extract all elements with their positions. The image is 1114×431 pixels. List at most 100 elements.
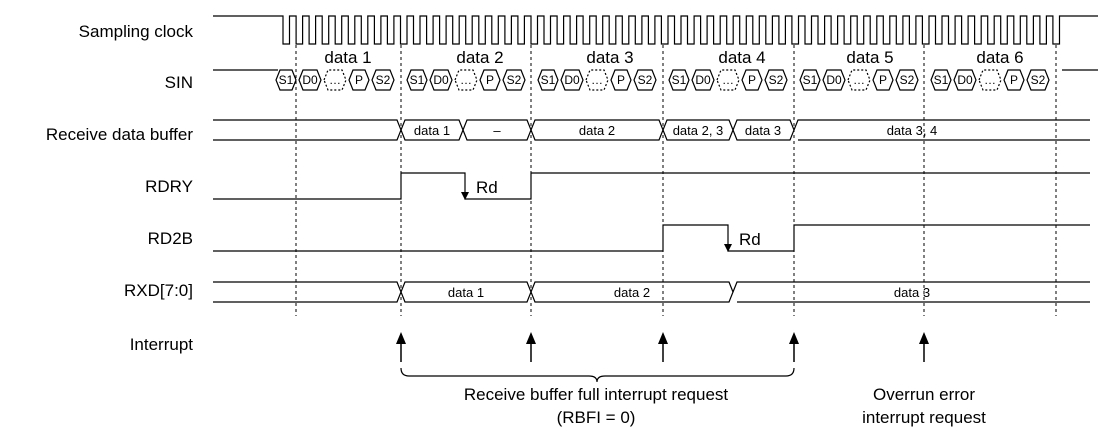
frame-label: data 3 <box>586 48 633 67</box>
sin-bit-label: S2 <box>769 73 784 87</box>
sin-bit-label: … <box>722 73 734 87</box>
sin-bit-label: S1 <box>279 73 294 87</box>
rdry-read-label: Rd <box>476 178 498 197</box>
sin-bit-label: S2 <box>376 73 391 87</box>
label-sin: SIN <box>165 73 193 92</box>
sin-bit-cell <box>371 69 395 91</box>
frame-label: data 2 <box>456 48 503 67</box>
sin-bit-cell <box>953 69 977 91</box>
signal-labels: Sampling clock SIN Receive data buffer R… <box>46 22 194 354</box>
sin-bit-label: P <box>879 73 887 87</box>
sin-bit-label: S1 <box>541 73 556 87</box>
rxd-value: data 1 <box>448 285 484 300</box>
sin-bit-cell <box>537 69 559 91</box>
interrupt-arrow <box>919 332 929 362</box>
rd2b-read-arrowhead <box>724 244 732 252</box>
sin-bit-label: S2 <box>638 73 653 87</box>
sin-bit-label: P <box>355 73 363 87</box>
frame-labels: data 1 data 2 data 3 data 4 data 5 data … <box>324 48 1023 67</box>
rdry-waveform: Rd <box>213 172 1090 200</box>
buffer-value: – <box>493 123 501 138</box>
label-rxd: RXD[7:0] <box>124 281 193 300</box>
sin-bit-label: D0 <box>302 73 318 87</box>
sin-bit-cell <box>610 69 632 91</box>
frame-label: data 1 <box>324 48 371 67</box>
buffer-value: data 3, 4 <box>887 123 938 138</box>
sin-bit-cell <box>275 69 297 91</box>
sin-bit-cell <box>298 69 322 91</box>
buffer-value: data 1 <box>414 123 450 138</box>
sin-bit-cell <box>348 69 370 91</box>
rd2b-read-label: Rd <box>739 230 761 249</box>
sin-bit-cell <box>895 69 919 91</box>
rd2b-waveform: Rd <box>213 224 1090 252</box>
interrupt-arrow <box>658 332 668 362</box>
bus-segment <box>213 119 402 141</box>
sin-bit-label: S1 <box>803 73 818 87</box>
sin-bit-label: S1 <box>410 73 425 87</box>
sin-bit-label: S2 <box>507 73 522 87</box>
sin-bit-label: … <box>591 73 603 87</box>
sin-bit-label: S2 <box>1031 73 1046 87</box>
sin-bit-cell <box>560 69 584 91</box>
sin-bit-cell <box>691 69 715 91</box>
label-sampling-clock: Sampling clock <box>79 22 194 41</box>
sin-bit-cell <box>741 69 763 91</box>
sin-bit-cell <box>502 69 526 91</box>
frame-label: data 4 <box>718 48 765 67</box>
rdry-read-arrowhead <box>461 192 469 200</box>
buffer-value: data 2, 3 <box>673 123 724 138</box>
buffer-value: data 2 <box>579 123 615 138</box>
interrupt-arrow <box>526 332 536 362</box>
label-rdry: RDRY <box>145 177 193 196</box>
sin-bit-label: D0 <box>564 73 580 87</box>
sin-bit-cell <box>716 69 740 91</box>
sin-bit-cell <box>429 69 453 91</box>
bus-segment <box>793 119 1090 141</box>
sin-bit-label: D0 <box>826 73 842 87</box>
sin-bit-label: P <box>486 73 494 87</box>
sin-bit-label: S1 <box>672 73 687 87</box>
sin-bit-label: S2 <box>900 73 915 87</box>
rxd-value: data 3 <box>894 285 930 300</box>
rd2b-line <box>213 224 1090 252</box>
annotations: Receive buffer full interrupt request (R… <box>464 385 986 427</box>
frame-label: data 5 <box>846 48 893 67</box>
buffer-value: data 3 <box>745 123 781 138</box>
sin-bit-cell <box>479 69 501 91</box>
rdry-line <box>213 172 1090 200</box>
sin-bit-cell <box>633 69 657 91</box>
sin-bit-label: D0 <box>433 73 449 87</box>
sin-bit-label: P <box>748 73 756 87</box>
label-receive-data-buffer: Receive data buffer <box>46 125 193 144</box>
receive-buffer-bus: data 1 – data 2 data 2, 3 data 3 data 3,… <box>213 119 1090 141</box>
sin-bit-label: S1 <box>934 73 949 87</box>
buffer-full-note: Receive buffer full interrupt request <box>464 385 729 404</box>
sin-bit-cell <box>764 69 788 91</box>
rxd-bus: data 1 data 2 data 3 <box>213 281 1090 303</box>
interrupt-arrows <box>396 332 929 362</box>
sin-bit-cell <box>585 69 609 91</box>
bus-segment <box>732 281 1090 303</box>
sin-bit-cell <box>1026 69 1050 91</box>
overrun-note-detail: interrupt request <box>862 408 986 427</box>
interrupt-arrow <box>789 332 799 362</box>
sin-bit-cell <box>1003 69 1025 91</box>
buffer-full-brace <box>400 367 795 383</box>
sin-bit-cell <box>872 69 894 91</box>
sin-bit-label: … <box>460 73 472 87</box>
sin-bit-cell <box>668 69 690 91</box>
interrupt-arrow <box>396 332 406 362</box>
sin-bit-cell <box>323 69 347 91</box>
sin-bit-label: D0 <box>957 73 973 87</box>
sin-bit-label: … <box>329 73 341 87</box>
label-interrupt: Interrupt <box>130 335 194 354</box>
sin-bit-cell <box>406 69 428 91</box>
overrun-note: Overrun error <box>873 385 975 404</box>
label-rd2b: RD2B <box>148 229 193 248</box>
bus-segment <box>213 281 402 303</box>
frame-label: data 6 <box>976 48 1023 67</box>
sin-bit-label: … <box>984 73 996 87</box>
